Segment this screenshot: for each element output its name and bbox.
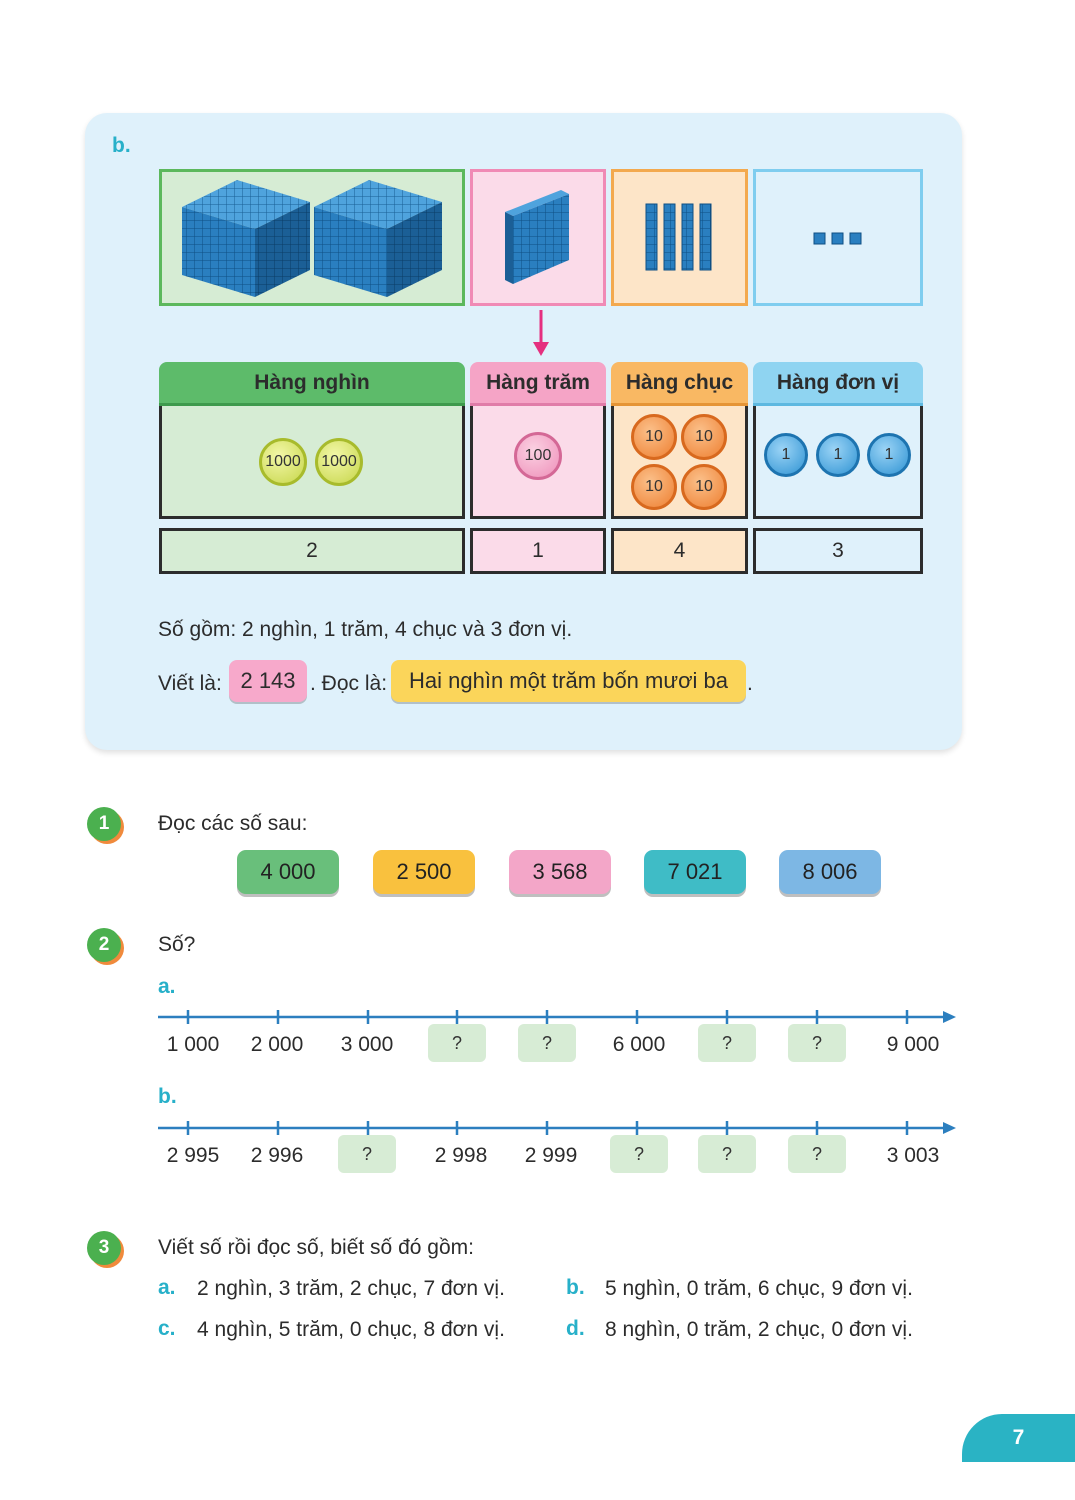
number-card-4: 7 021 xyxy=(644,850,746,894)
coin-100: 100 xyxy=(514,432,562,480)
read-label: . Đọc là: xyxy=(310,672,388,695)
digit-thousands: 2 xyxy=(159,528,465,574)
coin-10: 10 xyxy=(631,464,677,510)
number-reading-pill: Hai nghìn một trăm bốn mươi ba xyxy=(391,660,746,702)
coin-1000: 1000 xyxy=(315,438,363,486)
ex3-item-a-text: 2 nghìn, 3 trăm, 2 chục, 7 đơn vị. xyxy=(197,1277,505,1300)
ex2-part-b-letter: b. xyxy=(158,1085,177,1108)
line-a-label-9: 9 000 xyxy=(886,1033,940,1056)
exercise-3-badge: 3 xyxy=(87,1231,121,1265)
thousands-blocks-box xyxy=(159,169,465,306)
line-a-label-6: 6 000 xyxy=(612,1033,666,1056)
exercise-1-badge: 1 xyxy=(87,807,121,841)
composition-text: Số gồm: 2 nghìn, 1 trăm, 4 chục và 3 đơn… xyxy=(158,618,573,641)
line-b-label-1: 2 995 xyxy=(166,1144,220,1167)
thousands-coins-area xyxy=(159,406,465,519)
tens-rods-box xyxy=(611,169,748,306)
header-hundreds: Hàng trăm xyxy=(470,362,606,406)
ex3-item-d-text: 8 nghìn, 0 trăm, 2 chục, 0 đơn vị. xyxy=(605,1318,913,1341)
ex2-part-a-letter: a. xyxy=(158,975,176,998)
ex3-item-d-letter: d. xyxy=(566,1317,585,1340)
line-a-blank-7[interactable]: ? xyxy=(698,1024,756,1062)
write-label: Viết là: xyxy=(158,672,222,695)
ex3-item-b-letter: b. xyxy=(566,1276,585,1299)
end-dot: . xyxy=(747,672,753,695)
tens-coins-area xyxy=(611,406,748,519)
line-a-blank-5[interactable]: ? xyxy=(518,1024,576,1062)
line-b-blank-3[interactable]: ? xyxy=(338,1135,396,1173)
coin-1: 1 xyxy=(816,433,860,477)
unit-cubes-illustration xyxy=(813,232,862,245)
number-line-a xyxy=(158,1010,956,1024)
ex3-item-b-text: 5 nghìn, 0 trăm, 6 chục, 9 đơn vị. xyxy=(605,1277,913,1300)
line-b-blank-6[interactable]: ? xyxy=(610,1135,668,1173)
exercise-1-prompt: Đọc các số sau: xyxy=(158,812,308,835)
ex3-item-c-letter: c. xyxy=(158,1317,176,1340)
ex3-item-c-text: 4 nghìn, 5 trăm, 0 chục, 8 đơn vị. xyxy=(197,1318,505,1341)
exercise-2-prompt: Số? xyxy=(158,933,196,956)
digit-tens: 4 xyxy=(611,528,748,574)
ex3-item-a-letter: a. xyxy=(158,1276,176,1299)
header-tens: Hàng chục xyxy=(611,362,748,406)
thousand-cubes-illustration xyxy=(182,180,442,297)
coin-10: 10 xyxy=(631,414,677,460)
line-b-label-4: 2 998 xyxy=(434,1144,488,1167)
part-b-letter: b. xyxy=(112,134,131,157)
written-number-pill: 2 143 xyxy=(229,660,307,702)
number-line-b xyxy=(158,1121,956,1135)
line-b-blank-7[interactable]: ? xyxy=(698,1135,756,1173)
hundreds-block-box xyxy=(470,169,606,306)
down-arrow-icon xyxy=(533,310,549,356)
cube-2 xyxy=(314,180,442,297)
coin-1: 1 xyxy=(867,433,911,477)
line-a-blank-4[interactable]: ? xyxy=(428,1024,486,1062)
number-card-3: 3 568 xyxy=(509,850,611,894)
line-b-label-5: 2 999 xyxy=(524,1144,578,1167)
line-a-label-3: 3 000 xyxy=(340,1033,394,1056)
number-card-2: 2 500 xyxy=(373,850,475,894)
coin-1: 1 xyxy=(764,433,808,477)
line-a-label-1: 1 000 xyxy=(166,1033,220,1056)
number-card-1: 4 000 xyxy=(237,850,339,894)
line-b-label-9: 3 003 xyxy=(886,1144,940,1167)
header-thousands: Hàng nghìn xyxy=(159,362,465,406)
coin-10: 10 xyxy=(681,414,727,460)
cube-1 xyxy=(182,180,310,297)
ten-rods-illustration xyxy=(645,203,712,271)
line-a-label-2: 2 000 xyxy=(250,1033,304,1056)
ones-cubes-box xyxy=(753,169,923,306)
line-a-blank-8[interactable]: ? xyxy=(788,1024,846,1062)
page-number: 7 xyxy=(962,1414,1075,1462)
digit-hundreds: 1 xyxy=(470,528,606,574)
line-b-blank-8[interactable]: ? xyxy=(788,1135,846,1173)
coin-10: 10 xyxy=(681,464,727,510)
header-ones: Hàng đơn vị xyxy=(753,362,923,406)
exercise-3-prompt: Viết số rồi đọc số, biết số đó gồm: xyxy=(158,1236,474,1259)
digit-ones: 3 xyxy=(753,528,923,574)
coin-1000: 1000 xyxy=(259,438,307,486)
line-b-label-2: 2 996 xyxy=(250,1144,304,1167)
hundred-flat-illustration xyxy=(505,190,569,284)
exercise-2-badge: 2 xyxy=(87,928,121,962)
number-card-5: 8 006 xyxy=(779,850,881,894)
